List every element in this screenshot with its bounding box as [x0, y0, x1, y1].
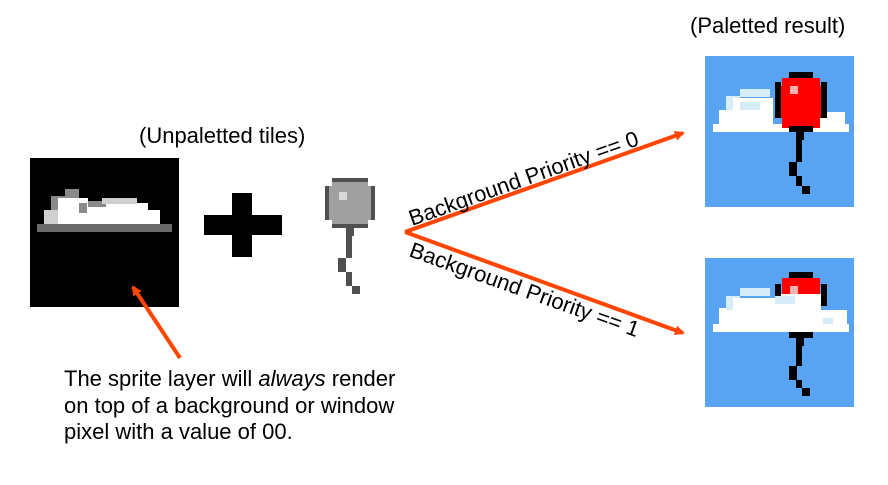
note-line-3: pixel with a value of 00.: [64, 419, 293, 444]
plus-icon: [204, 193, 282, 257]
balloon-string: [789, 332, 813, 396]
arrow-to-priority-0: [404, 130, 685, 234]
unpaletted-cloud: [37, 189, 172, 232]
note-emphasis: always: [258, 366, 326, 391]
note-line-2: on top of a background or window: [64, 392, 395, 418]
label-background-priority-1: Background Priority == 1: [406, 237, 642, 342]
sprite-layer-note: The sprite layer will always render on t…: [64, 366, 395, 446]
label-background-priority-0: Background Priority == 0: [405, 126, 641, 231]
unpaletted-tiles-title: (Unpaletted tiles): [139, 123, 306, 148]
unpaletted-background-tile: [30, 158, 179, 307]
paletted-result-title: (Paletted result): [690, 13, 846, 38]
arrow-to-priority-1: [404, 230, 685, 335]
paletted-result-priority-1: [705, 258, 854, 407]
red-balloon: [775, 72, 827, 194]
arrow-to-background-tile: [131, 285, 182, 360]
note-line-1: The sprite layer will always render: [64, 366, 396, 391]
unpaletted-balloon-sprite: [325, 178, 375, 294]
paletted-result-priority-0: [705, 56, 854, 207]
cloud: [713, 288, 849, 332]
